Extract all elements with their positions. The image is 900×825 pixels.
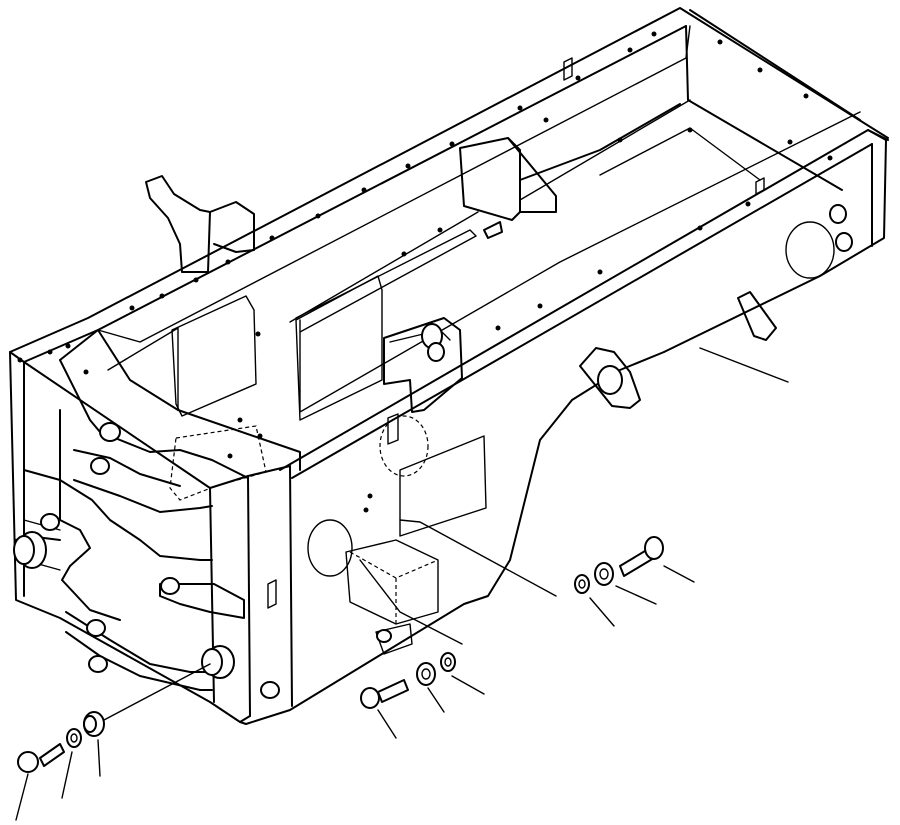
front-lock-washer xyxy=(66,728,82,748)
center-nut xyxy=(416,662,436,686)
rear-bolt xyxy=(619,536,664,577)
front-bolt xyxy=(17,743,65,773)
rear-washer xyxy=(574,574,590,594)
front-mount-right xyxy=(201,645,235,679)
rivet-dots xyxy=(17,31,833,513)
center-bolt xyxy=(360,679,409,709)
rear-nut xyxy=(594,562,614,586)
leader-lines xyxy=(15,347,789,821)
main-frame xyxy=(9,7,889,725)
center-washer xyxy=(440,652,456,672)
front-spacer xyxy=(83,711,105,737)
front-mount-left xyxy=(13,531,47,569)
